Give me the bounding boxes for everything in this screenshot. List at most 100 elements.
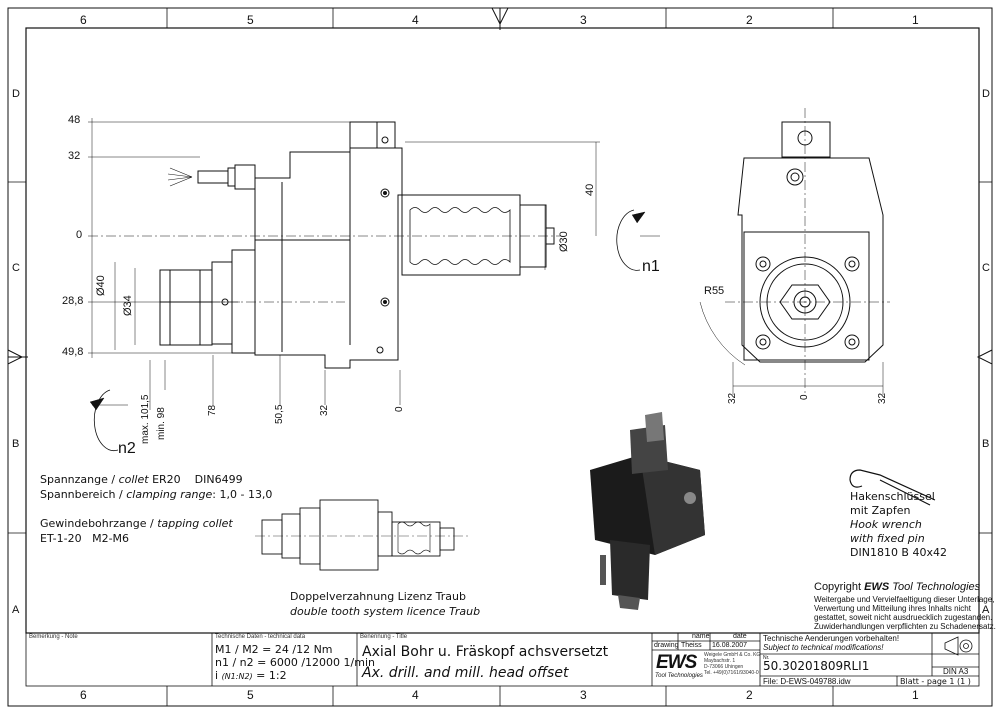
zone-row-d: D xyxy=(12,88,20,100)
isometric-render xyxy=(590,412,705,610)
wrench-en2: with fixed pin xyxy=(850,532,925,545)
spec-clamp-en: clamping range xyxy=(126,488,213,501)
copyright-title: Copyright EWS Tool Technologies xyxy=(814,581,980,593)
dim-r55: R55 xyxy=(704,285,725,297)
dim-0-bottom: 0 xyxy=(394,406,405,412)
part-number: 50.30201809RLI1 xyxy=(763,659,870,673)
dim-0: 0 xyxy=(76,229,83,241)
tech-i-value: = 1:2 xyxy=(256,669,287,682)
dim-40-right: 40 xyxy=(584,183,596,196)
zone-row-a-right: A xyxy=(982,604,990,616)
dim-28-8: 28,8 xyxy=(62,295,84,307)
dim-49-8: 49,8 xyxy=(62,346,84,358)
inner-frame xyxy=(25,27,980,634)
dia-34: Ø34 xyxy=(122,295,134,316)
tech-label: Technische Daten - technical data xyxy=(215,634,306,640)
tech-i-note: (N1:N2) xyxy=(221,672,253,681)
address: Weigele GmbH & Co. KG Maybachstr. 1 D-73… xyxy=(704,652,760,676)
hook-wrench xyxy=(849,469,936,506)
side-view xyxy=(88,118,660,451)
copyright-lines: Weitergabe und Vervielfaeltigung dieser … xyxy=(814,595,996,631)
spec-collet-en: collet xyxy=(118,473,149,486)
zone-col-2-bottom: 2 xyxy=(746,688,753,702)
spec-collet-value: ER20 DIN6499 xyxy=(152,473,243,486)
zone-col-4: 4 xyxy=(412,13,419,27)
zone-col-3: 3 xyxy=(580,13,587,27)
center-marks xyxy=(7,7,993,365)
dim-50-5: 50,5 xyxy=(274,404,285,424)
tech-i-line: i (N1:N2) = 1:2 xyxy=(215,669,287,682)
tech-m-line: M1 / M2 = 24 /12 Nm xyxy=(215,643,333,656)
file-name: File: D-EWS-049788.idw xyxy=(763,677,851,686)
address-line: Weigele GmbH & Co. KG xyxy=(704,652,761,658)
din-size: DIN A3 xyxy=(943,667,969,676)
licence-de: Doppelverzahnung Lizenz Traub xyxy=(290,590,466,603)
ews-logo-sub: Tool Technologies xyxy=(655,673,703,679)
copyright-prefix: Copyright xyxy=(814,581,862,593)
spec-clamp-value: : 1,0 - 13,0 xyxy=(212,488,273,501)
zone-col-1: 1 xyxy=(912,13,919,27)
zone-row-b-right: B xyxy=(982,438,990,450)
wrench-de1: Hakenschlüssel xyxy=(850,490,935,503)
spec-tap: Gewindebohrzange / tapping collet xyxy=(40,517,233,530)
rotation-n1: n1 xyxy=(642,258,660,275)
wrench-norm: DIN1810 B 40x42 xyxy=(850,546,947,559)
zone-col-3-bottom: 3 xyxy=(580,688,587,702)
spec-clamp: Spannbereich / clamping range: 1,0 - 13,… xyxy=(40,488,272,501)
sheet: Blatt - page 1 (1 ) xyxy=(900,677,971,686)
address-line: Maybachstr. 1 xyxy=(704,658,736,664)
spec-tap-de: Gewindebohrzange / xyxy=(40,517,154,530)
wrench-en1: Hook wrench xyxy=(850,518,922,531)
title-en: Ax. drill. and mill. head offset xyxy=(362,665,569,681)
designation-label: Benennung - Title xyxy=(360,634,408,640)
address-line: D-73066 Uhingen xyxy=(704,664,744,670)
dim-32-bottom: 32 xyxy=(319,404,330,416)
copyright-brand: EWS xyxy=(864,581,890,593)
zone-col-6: 6 xyxy=(80,13,87,27)
rotation-n2: n2 xyxy=(118,440,136,457)
spec-tap-en: tapping collet xyxy=(157,517,233,530)
zone-col-1-bottom: 1 xyxy=(912,688,919,702)
zone-col-2: 2 xyxy=(746,13,753,27)
zone-col-5: 5 xyxy=(247,13,254,27)
nr-label: Nr. xyxy=(763,655,770,661)
remark-label: Bemerkung - Note xyxy=(29,634,78,640)
dim-max-101-5: max. 101,5 xyxy=(140,394,151,444)
copyright-line: Verwertung und Mitteilung ihres Inhalts … xyxy=(814,604,971,613)
tech-n-line: n1 / n2 = 6000 /12000 1/min xyxy=(215,656,375,669)
zone-col-4-bottom: 4 xyxy=(412,688,419,702)
title-block xyxy=(25,632,980,687)
zone-col-6-bottom: 6 xyxy=(80,688,87,702)
licence-en: double tooth system licence Traub xyxy=(290,605,481,618)
drawer: Theiss xyxy=(681,642,702,649)
front-dim-32-left: 32 xyxy=(727,392,738,404)
tech-i-prefix: i xyxy=(215,669,219,682)
zone-row-d-right: D xyxy=(982,88,990,100)
change-en: Subject to technical modifications! xyxy=(763,643,884,652)
copyright-suffix: Tool Technologies xyxy=(892,581,981,593)
spec-collet-de: Spannzange / xyxy=(40,473,116,486)
wrench-de2: mit Zapfen xyxy=(850,504,911,517)
copyright-line: gestattet, soweit nicht ausdruecklich zu… xyxy=(814,613,993,622)
ews-logo: EWS xyxy=(656,652,697,673)
spec-collet: Spannzange / collet ER20 DIN6499 xyxy=(40,473,243,486)
zone-row-c-right: C xyxy=(982,262,990,274)
row-drawing: drawing xyxy=(654,642,679,649)
title-de: Axial Bohr u. Fräskopf achsversetzt xyxy=(362,644,609,660)
copyright-line: Weitergabe und Vervielfaeltigung dieser … xyxy=(814,595,995,604)
front-view xyxy=(699,108,890,395)
zone-row-c: C xyxy=(12,262,20,274)
dim-78: 78 xyxy=(207,404,218,416)
col-name: name xyxy=(692,633,710,640)
address-line: Tel. +49(0)7161/93040-0 xyxy=(704,670,759,676)
change-de: Technische Aenderungen vorbehalten! xyxy=(763,634,900,643)
copyright-line: Zuwiderhandlungen verpflichten zu Schade… xyxy=(814,622,996,631)
drawn-date: 16.08.2007 xyxy=(712,642,748,649)
col-date: date xyxy=(733,633,747,640)
dim-min-98: min. 98 xyxy=(156,407,167,440)
zone-row-a: A xyxy=(12,604,20,616)
zone-row-b: B xyxy=(12,438,20,450)
zone-col-5-bottom: 5 xyxy=(247,688,254,702)
dim-32: 32 xyxy=(68,150,81,162)
dim-48: 48 xyxy=(68,114,81,126)
